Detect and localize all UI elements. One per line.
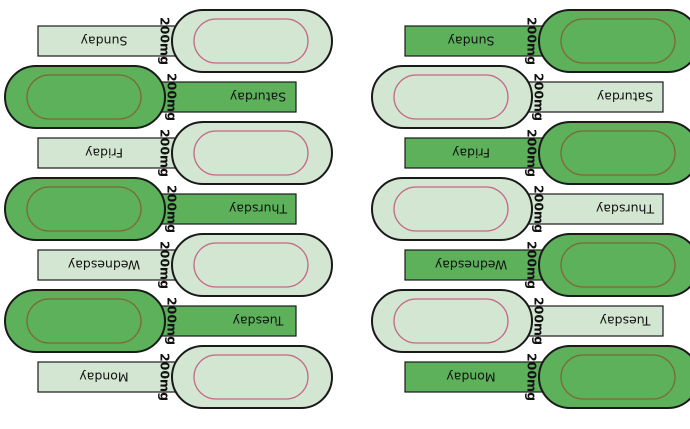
day-row-friday: Friday 200mg xyxy=(404,121,690,185)
day-label: Saturday xyxy=(229,90,286,105)
day-tab xyxy=(149,305,297,337)
day-label: Sunday xyxy=(80,34,127,49)
day-label: Monday xyxy=(446,370,496,385)
pill-icon xyxy=(26,186,142,232)
pill-icon xyxy=(393,298,509,344)
day-row-saturday: Saturday 200mg xyxy=(371,65,664,129)
blister-capsule xyxy=(4,177,166,241)
dose-label: 200mg xyxy=(532,185,547,233)
day-label: Tuesday xyxy=(599,314,651,329)
pill-icon xyxy=(193,354,309,400)
day-tab xyxy=(37,249,189,281)
pill-icon xyxy=(560,18,676,64)
day-row-tuesday: Tuesday 200mg xyxy=(4,289,297,353)
blister-capsule xyxy=(371,177,533,241)
day-label: Thursday xyxy=(595,202,655,217)
dose-label: 200mg xyxy=(532,73,547,121)
pill-icon xyxy=(560,242,676,288)
pill-icon xyxy=(193,130,309,176)
pill-icon xyxy=(393,74,509,120)
day-row-thursday: Thursday 200mg xyxy=(371,177,664,241)
pill-icon xyxy=(393,186,509,232)
pill-icon xyxy=(193,242,309,288)
pill-icon xyxy=(560,354,676,400)
day-label: Monday xyxy=(79,370,129,385)
day-row-friday: Friday 200mg xyxy=(37,121,333,185)
day-tab xyxy=(404,137,556,169)
blister-capsule xyxy=(4,65,166,129)
day-label: Saturday xyxy=(596,90,653,105)
blister-capsule xyxy=(538,9,690,73)
day-row-monday: Monday 200mg xyxy=(404,345,690,409)
day-label: Thursday xyxy=(228,202,288,217)
blister-capsule xyxy=(538,233,690,297)
dose-label: 200mg xyxy=(525,17,540,65)
pill-icon xyxy=(560,130,676,176)
blister-capsule xyxy=(171,233,333,297)
dose-label: 200mg xyxy=(158,129,173,177)
day-row-wednesday: Wednesday 200mg xyxy=(37,233,333,297)
day-label: Wednesday xyxy=(67,258,140,273)
pill-icon xyxy=(26,298,142,344)
dose-label: 200mg xyxy=(525,129,540,177)
day-label: Friday xyxy=(451,146,489,161)
dose-label: 200mg xyxy=(158,241,173,289)
blister-capsule xyxy=(538,345,690,409)
day-tab xyxy=(149,81,297,113)
day-tab xyxy=(37,25,189,57)
day-tab xyxy=(37,361,189,393)
blister-capsule xyxy=(4,289,166,353)
blister-capsule xyxy=(171,345,333,409)
day-label: Wednesday xyxy=(434,258,507,273)
blister-capsule xyxy=(171,121,333,185)
day-row-thursday: Thursday 200mg xyxy=(4,177,297,241)
dose-label: 200mg xyxy=(525,353,540,401)
pill-icon xyxy=(26,74,142,120)
pill-icon xyxy=(193,18,309,64)
day-row-saturday: Saturday 200mg xyxy=(4,65,297,129)
blister-capsule xyxy=(171,9,333,73)
day-row-sunday: Sunday 200mg xyxy=(37,9,333,73)
dose-label: 200mg xyxy=(525,241,540,289)
blister-capsule xyxy=(371,65,533,129)
day-tab xyxy=(37,137,189,169)
dose-label: 200mg xyxy=(165,185,180,233)
dose-label: 200mg xyxy=(158,353,173,401)
day-row-sunday: Sunday 200mg xyxy=(404,9,690,73)
dose-label: 200mg xyxy=(158,17,173,65)
day-label: Friday xyxy=(84,146,122,161)
day-tab xyxy=(516,305,664,337)
day-tab xyxy=(404,361,556,393)
blister-capsule xyxy=(371,289,533,353)
day-tab xyxy=(149,193,297,225)
dose-label: 200mg xyxy=(165,73,180,121)
blister-capsule xyxy=(538,121,690,185)
day-tab xyxy=(516,193,664,225)
day-row-tuesday: Tuesday 200mg xyxy=(371,289,664,353)
day-label: Sunday xyxy=(447,34,494,49)
dose-label: 200mg xyxy=(165,297,180,345)
day-label: Tuesday xyxy=(232,314,284,329)
day-row-wednesday: Wednesday 200mg xyxy=(404,233,690,297)
day-row-monday: Monday 200mg xyxy=(37,345,333,409)
dose-label: 200mg xyxy=(532,297,547,345)
day-tab xyxy=(516,81,664,113)
